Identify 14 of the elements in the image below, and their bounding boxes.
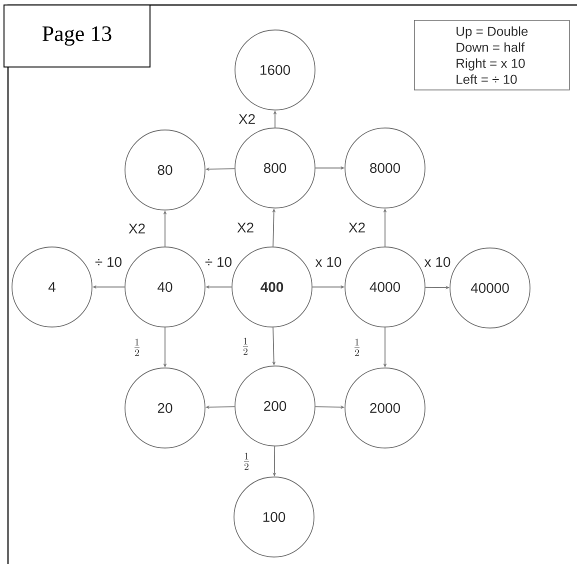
edge-label: $\frac{1}{2}$ (132, 338, 142, 358)
edge-label: $\frac{1}{2}$ (240, 336, 250, 356)
edge-label: ÷ 10 (204, 256, 234, 268)
page-label: Page 13 (4, 4, 150, 68)
edge-label: X2 (127, 222, 147, 234)
edge-label: ÷ 10 (94, 256, 124, 268)
edge-label: X2 (236, 222, 256, 234)
edge-label: $\frac{1}{2}$ (352, 338, 362, 358)
edge-label: $\frac{1}{2}$ (242, 452, 252, 472)
edge-label: X2 (237, 113, 257, 125)
key-box: Up = Double Down = half Right = x 10 Left = ÷ 10 (414, 20, 570, 90)
edge-label: x 10 (314, 256, 343, 268)
edge-label: x 10 (423, 256, 452, 268)
edge-label: X2 (347, 222, 367, 234)
